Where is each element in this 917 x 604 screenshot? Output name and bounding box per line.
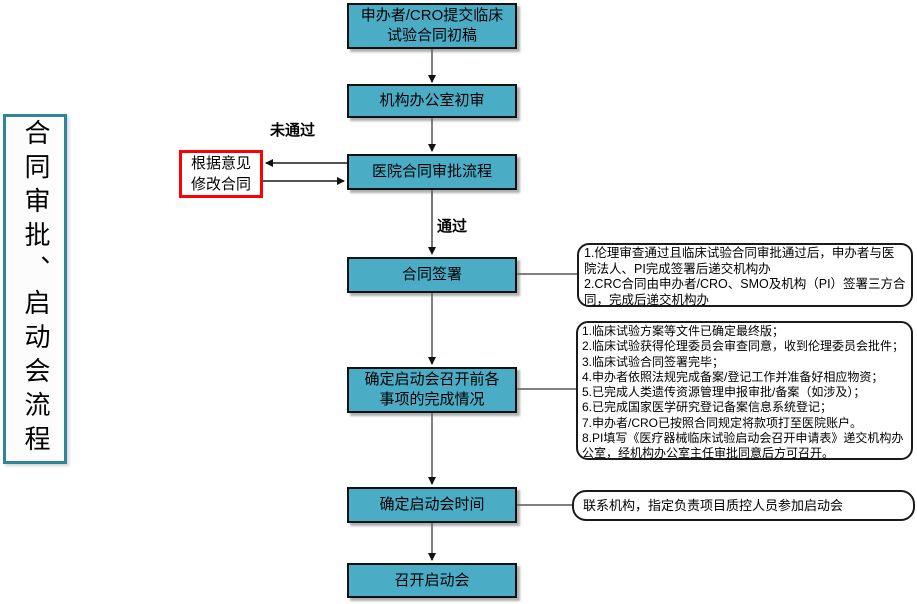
step-meeting-time: 确定启动会时间 xyxy=(347,487,517,523)
step-hospital-approval: 医院合同审批流程 xyxy=(347,154,517,190)
revise-contract-box: 根据意见修改合同 xyxy=(179,150,263,198)
process-title-box: 合同审批、启动会流程 xyxy=(3,114,67,464)
annotation-checklist-item: 2.临床试验获得伦理委员会审查同意，收到伦理委员会批件； xyxy=(582,339,905,354)
edge-label-not-passed: 未通过 xyxy=(270,122,316,139)
annotation-checklist-item: 4.申办者依照法规完成备案/登记工作并准备好相应物资； xyxy=(582,369,884,384)
step-office-initial-review: 机构办公室初审 xyxy=(347,84,517,118)
annotation-signing-note-item: 2.CRC合同由申办者/CRO、SMO及机构（PI）签署三方合同，完成后递交机构… xyxy=(584,277,906,307)
annotation-pre-meeting-checklist: 1.临床试验方案等文件已确定最终版； 2.临床试验获得伦理委员会审查同意，收到伦… xyxy=(576,321,913,460)
annotation-signing-note-item: 1.伦理审查通过且临床试验合同审批通过后，申办者与医院法人、PI完成签署后递交机… xyxy=(584,246,895,276)
edge-label-passed: 通过 xyxy=(437,218,468,235)
annotation-schedule-note-text: 联系机构，指定负责项目质控人员参加启动会 xyxy=(583,497,844,513)
annotation-checklist-item: 6.已完成国家医学研究登记备案信息系统登记； xyxy=(582,400,833,415)
step-contract-signing: 合同签署 xyxy=(347,257,517,293)
annotation-signing-notes: 1.伦理审查通过且临床试验合同审批通过后，申办者与医院法人、PI完成签署后递交机… xyxy=(577,243,913,307)
annotation-checklist-item: 5.已完成人类遗传资源管理申报审批/备案（如涉及）； xyxy=(582,385,866,400)
annotation-schedule-note: 联系机构，指定负责项目质控人员参加启动会 xyxy=(572,490,915,521)
annotation-checklist-item: 3.临床试验合同签署完毕； xyxy=(582,354,725,369)
process-title-text: 合同审批、启动会流程 xyxy=(21,119,50,459)
step-pre-meeting-checklist: 确定启动会召开前各事项的完成情况 xyxy=(347,367,517,413)
step-submit-draft: 申办者/CRO提交临床试验合同初稿 xyxy=(347,3,517,49)
annotation-checklist-item: 1.临床试验方案等文件已确定最终版； xyxy=(582,324,785,338)
annotation-checklist-item: 7.申办者/CRO已按照合同规定将款项打至医院账户。 xyxy=(582,415,863,430)
annotation-checklist-item: 8.PI填写《医疗器械临床试验启动会召开申请表》递交机构办公室，经机构办公室主任… xyxy=(582,431,904,461)
step-hold-meeting: 召开启动会 xyxy=(347,563,517,598)
